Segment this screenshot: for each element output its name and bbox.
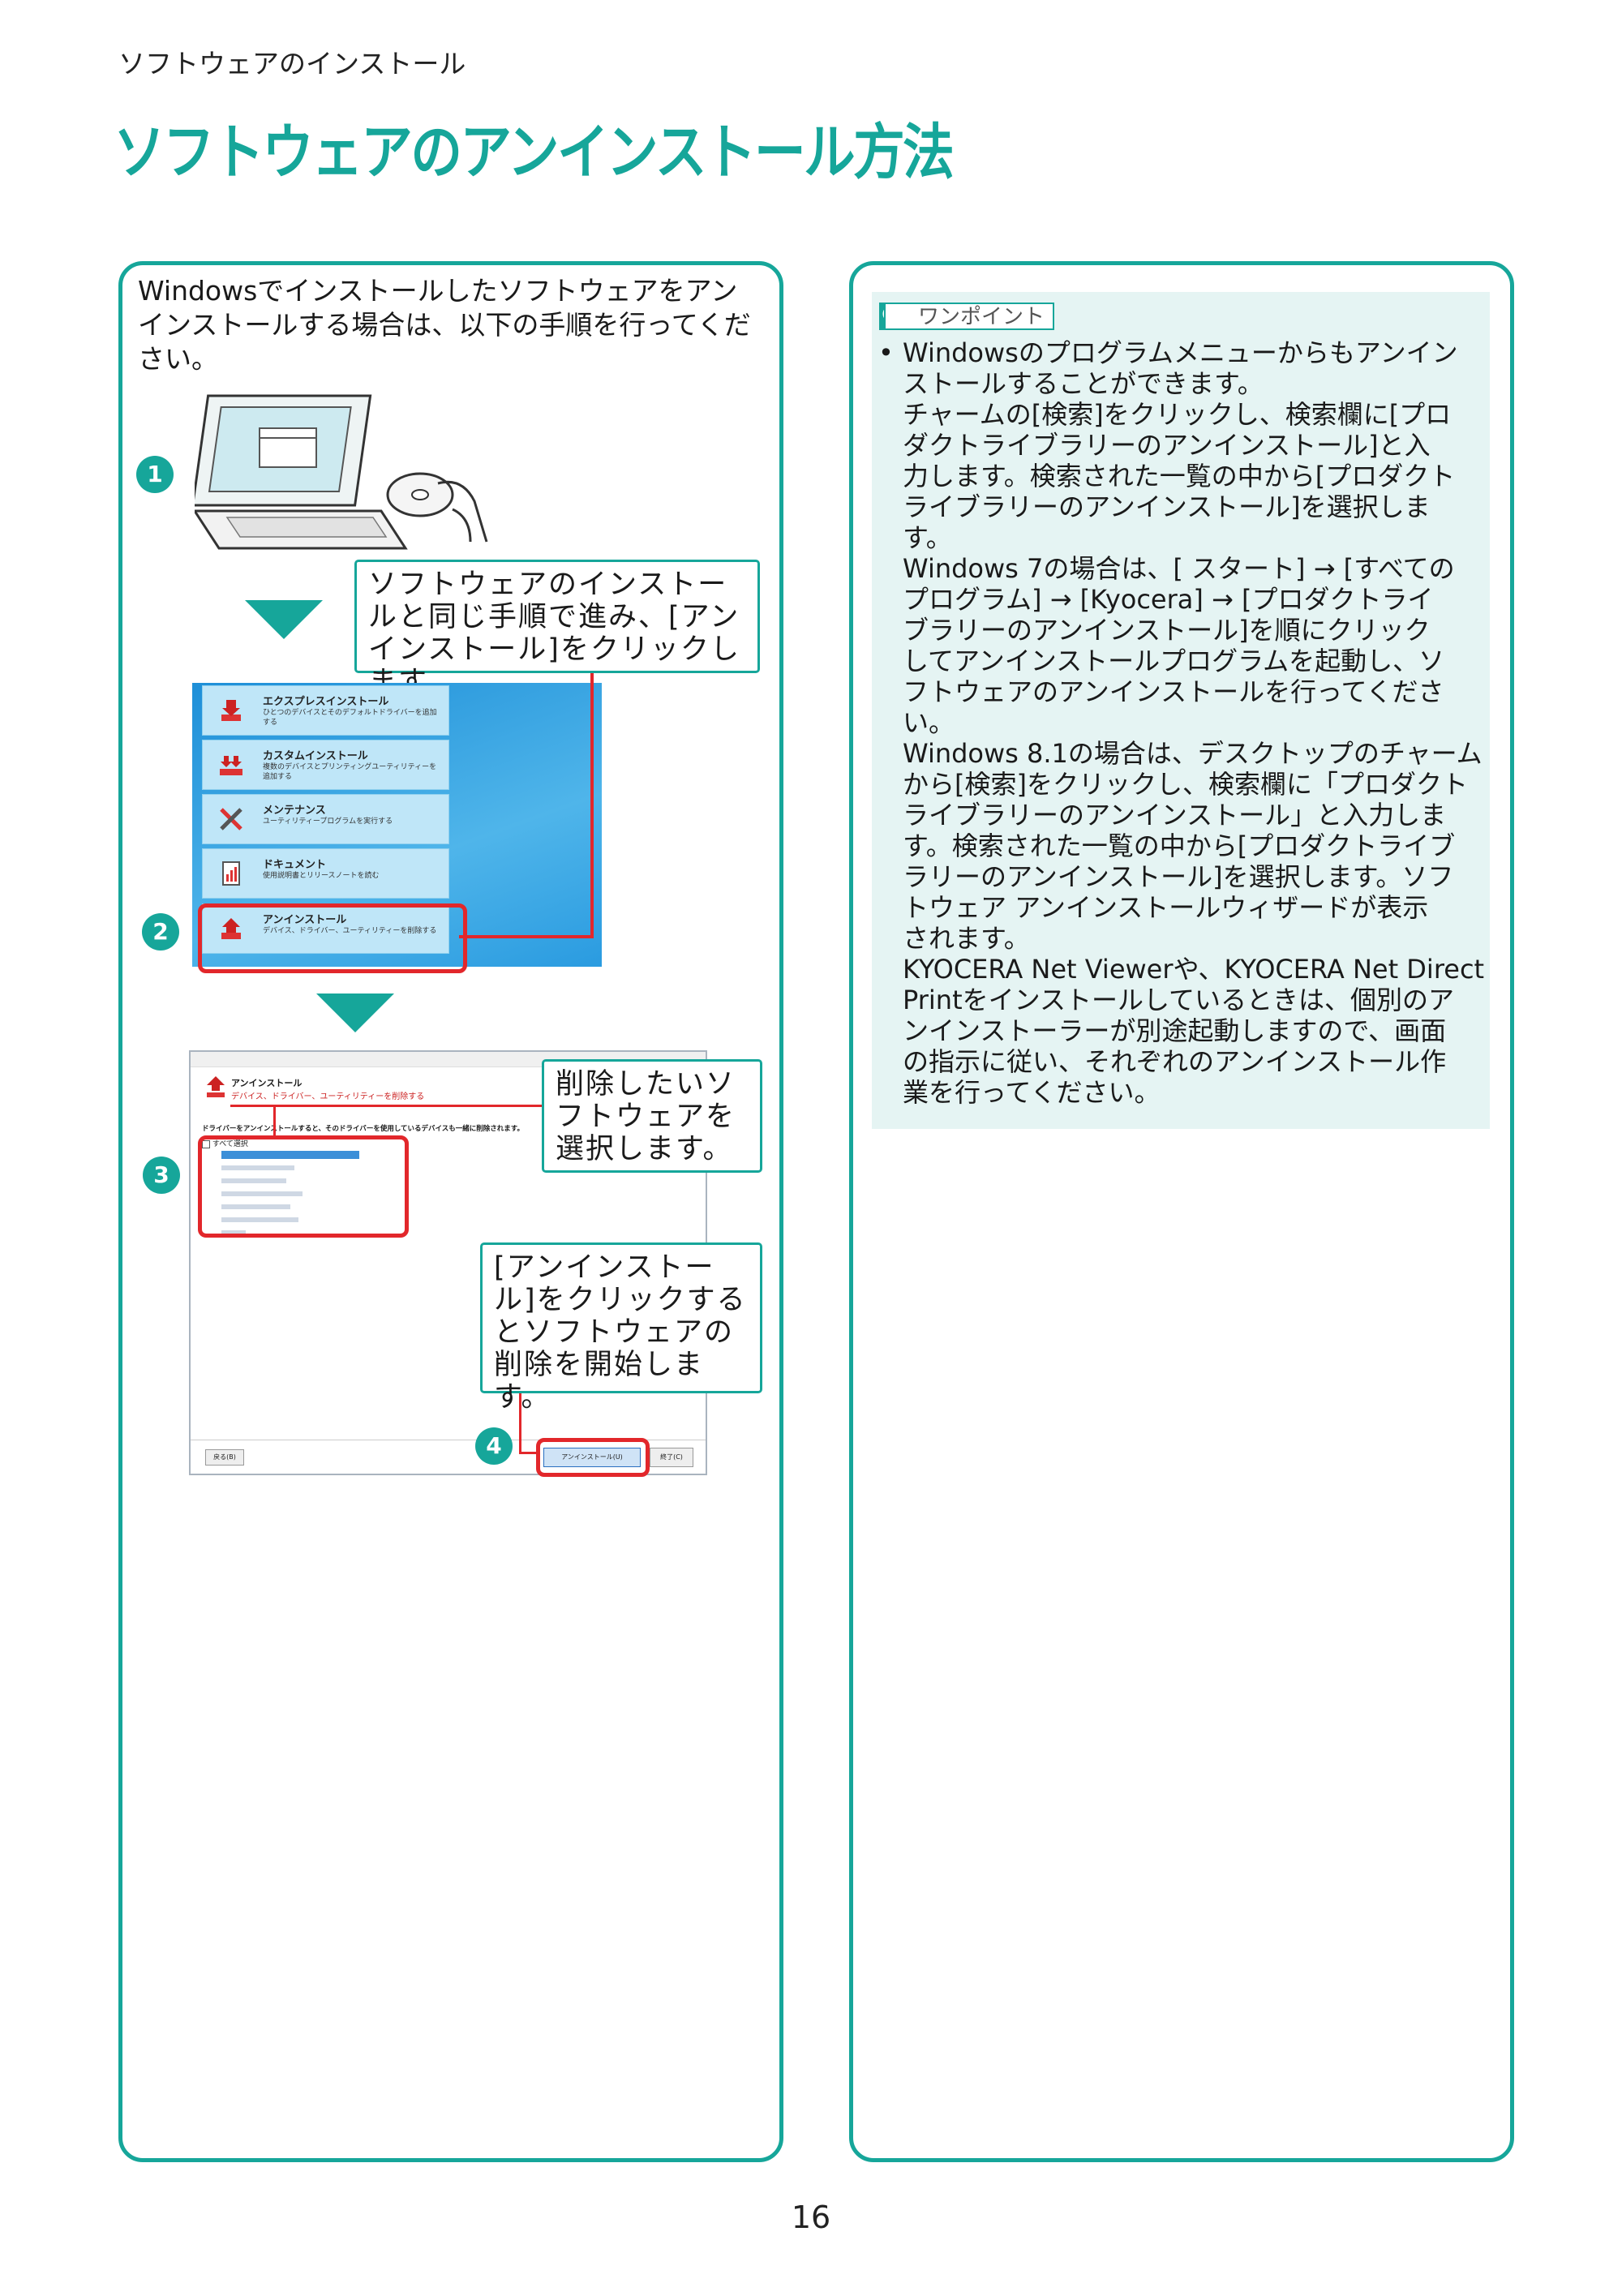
step-1-badge: 1 xyxy=(136,456,174,493)
tip-line: ダクトライブラリーのアンインストール]と入 xyxy=(903,430,1431,461)
menu-item-title: カスタムインストール xyxy=(263,750,368,762)
dialog-heading: アンインストール xyxy=(231,1078,303,1088)
tip-line: Windows 7の場合は、[ スタート] → [すべての xyxy=(903,553,1455,584)
menu-item-subtitle: デバイス、ドライバー、ユーティリティーを削除する xyxy=(263,927,437,935)
software-list[interactable] xyxy=(212,1148,666,1237)
upload-icon xyxy=(207,1076,225,1097)
back-button[interactable]: 戻る(B) xyxy=(205,1449,244,1466)
menu-item-subtitle: ひとつのデバイスとそのデフォルトドライバーを追加する xyxy=(263,709,437,727)
page-number: 16 xyxy=(791,2199,831,2235)
menu-item-uninstall[interactable]: アンインストール デバイス、ドライバー、ユーティリティーを削除する xyxy=(202,903,449,954)
menu-item-title: メンテナンス xyxy=(263,805,326,817)
upload-icon xyxy=(221,918,241,939)
tip-label-text: ワンポイント xyxy=(918,305,1045,329)
menu-item-title: ドキュメント xyxy=(263,859,327,871)
tip-line: ラリーのアンインストール]を選択します。ソフ xyxy=(903,861,1454,892)
callout-step-3: 削除したいソフトウェアを選択します。 xyxy=(542,1059,762,1173)
tip-line: から[検索]をクリックし、検索欄に「プロダクト xyxy=(903,769,1468,800)
tip-line: Printをインストールしているときは、個別のア xyxy=(903,985,1455,1015)
uninstall-button-highlight-box xyxy=(536,1438,650,1477)
tip-line: ブラリーのアンインストール]を順にクリック xyxy=(903,615,1431,646)
download-multiple-icon xyxy=(220,756,242,775)
tip-line: す。 xyxy=(903,522,952,553)
tip-text: Windowsのプログラムメニューからもアンインストールすることができます。チャ… xyxy=(876,337,1484,1108)
laptop-with-cd-illustration xyxy=(195,394,488,550)
step-3-badge: 3 xyxy=(143,1157,180,1194)
menu-item-custom-install[interactable]: カスタムインストール 複数のデバイスとプリンティングユーティリティーを追加する xyxy=(202,740,449,790)
menu-item-subtitle: ユーティリティープログラムを実行する xyxy=(263,818,393,826)
tip-line: ライブラリーのアンインストール」と入力しま xyxy=(903,800,1447,830)
tip-line: ライブラリーのアンインストール]を選択しま xyxy=(903,491,1431,522)
breadcrumb: ソフトウェアのインストール xyxy=(118,48,466,79)
tip-line: チャームの[検索]をクリックし、検索欄に[プロ xyxy=(903,399,1452,430)
connector-line xyxy=(519,1393,521,1453)
intro-text: Windowsでインストールしたソフトウェアをアンインストールする場合は、以下の… xyxy=(138,275,751,375)
menu-item-documents[interactable]: ドキュメント 使用説明書とリリースノートを読む xyxy=(202,848,449,899)
tip-line: Windows 8.1の場合は、デスクトップのチャーム xyxy=(903,738,1483,769)
installer-menu-screenshot: エクスプレスインストール ひとつのデバイスとそのデフォルトドライバーを追加する … xyxy=(192,683,602,967)
step-4-badge: 4 xyxy=(475,1427,513,1465)
connector-line xyxy=(519,1452,537,1454)
menu-item-express-install[interactable]: エクスプレスインストール ひとつのデバイスとそのデフォルトドライバーを追加する xyxy=(202,685,449,736)
callout-step-4: [アンインストール]をクリックするとソフトウェアの削除を開始します。 xyxy=(480,1242,762,1414)
wrench-screwdriver-icon xyxy=(220,808,242,830)
dialog-subheading: デバイス、ドライバー、ユーティリティーを削除する xyxy=(231,1092,425,1101)
connector-line xyxy=(273,1105,276,1137)
tip-line: ンインストーラーが別途起動しますので、画面 xyxy=(903,1015,1447,1046)
tip-line: KYOCERA Net Viewerや、KYOCERA Net Direct xyxy=(903,954,1485,985)
select-all-checkbox[interactable]: すべて選択 xyxy=(202,1138,248,1148)
tip-line: フトウェアのアンインストールを行ってくださ xyxy=(903,676,1444,707)
page-title: ソフトウェアのアンインストール方法 xyxy=(114,118,955,187)
tip-line: されます。 xyxy=(903,923,1030,954)
step-2-badge: 2 xyxy=(142,913,179,951)
tip-line: してアンインストールプログラムを起動し、ソ xyxy=(903,646,1445,676)
document-icon xyxy=(222,861,240,886)
tip-line: す。検索された一覧の中から[プロダクトライブ xyxy=(903,830,1456,861)
menu-item-subtitle: 複数のデバイスとプリンティングユーティリティーを追加する xyxy=(263,763,437,781)
tip-line: い。 xyxy=(903,707,955,738)
dialog-notice: ドライバーをアンインストールすると、そのドライバーを使用しているデバイスも一緒に… xyxy=(202,1125,524,1133)
down-arrow-icon xyxy=(316,994,394,1032)
download-icon xyxy=(221,700,241,721)
tip-line: トウェア アンインストールウィザードが表示 xyxy=(903,892,1429,923)
menu-item-subtitle: 使用説明書とリリースノートを読む xyxy=(263,872,380,880)
tip-line: Windowsのプログラムメニューからもアンイン xyxy=(903,337,1458,368)
menu-item-maintenance[interactable]: メンテナンス ユーティリティープログラムを実行する xyxy=(202,794,449,844)
software-list-highlight-box xyxy=(198,1135,409,1238)
tip-label: ワンポイント xyxy=(884,303,1054,330)
uninstall-button[interactable]: アンインストール(U) xyxy=(543,1448,641,1467)
down-arrow-icon xyxy=(245,600,323,639)
uninstall-highlight-box xyxy=(198,903,467,973)
tip-box xyxy=(872,292,1490,1129)
select-all-label: すべて選択 xyxy=(212,1140,248,1148)
tip-line: 業を行ってください。 xyxy=(903,1077,1161,1108)
connector-line xyxy=(459,935,594,938)
tip-line: の指示に従い、それぞれのアンインストール作 xyxy=(903,1046,1447,1077)
subheading-highlight-line xyxy=(230,1105,543,1107)
menu-item-title: エクスプレスインストール xyxy=(263,696,389,708)
connector-line xyxy=(590,673,594,938)
close-button[interactable]: 終了(C) xyxy=(650,1448,693,1467)
callout-step-1: ソフトウェアのインストールと同じ手順で進み、[アンインストール]をクリックします… xyxy=(354,560,760,698)
tip-line: プログラム] → [Kyocera] → [プロダクトライ xyxy=(903,584,1434,615)
tip-bullet: • xyxy=(878,337,894,368)
tip-line: ストールすることができます。 xyxy=(903,368,1264,399)
menu-item-title: アンインストール xyxy=(263,914,347,926)
tip-line: 力します。検索された一覧の中から[プロダクト xyxy=(903,461,1456,491)
